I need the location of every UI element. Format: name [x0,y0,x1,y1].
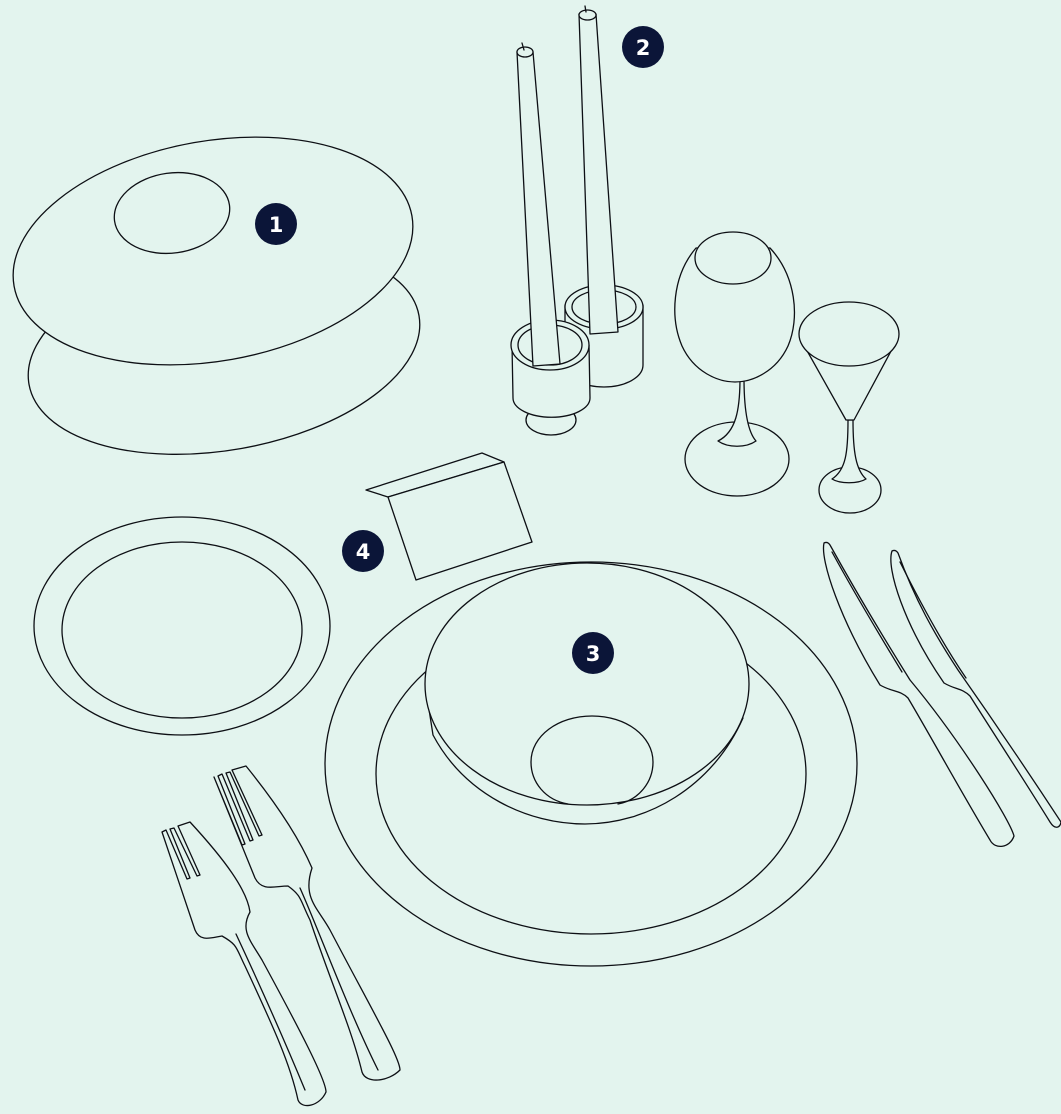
place-card [366,453,532,580]
marker-1: 1 [255,203,297,245]
serving-platters [0,108,436,483]
marker-4: 4 [342,530,384,572]
marker-3-label: 3 [586,642,601,666]
marker-4-label: 4 [356,540,371,564]
candles [511,6,643,435]
bowl-rim [425,563,749,805]
dinner-plate-and-bowl [325,562,857,966]
wine-glass [675,232,795,496]
bread-plate [34,517,330,735]
marker-2: 2 [622,26,664,68]
marker-2-label: 2 [636,36,651,60]
cordial-glass [799,302,899,513]
candle-back [579,6,618,334]
marker-1-label: 1 [269,213,284,237]
candle-front [517,43,560,366]
marker-3: 3 [572,632,614,674]
